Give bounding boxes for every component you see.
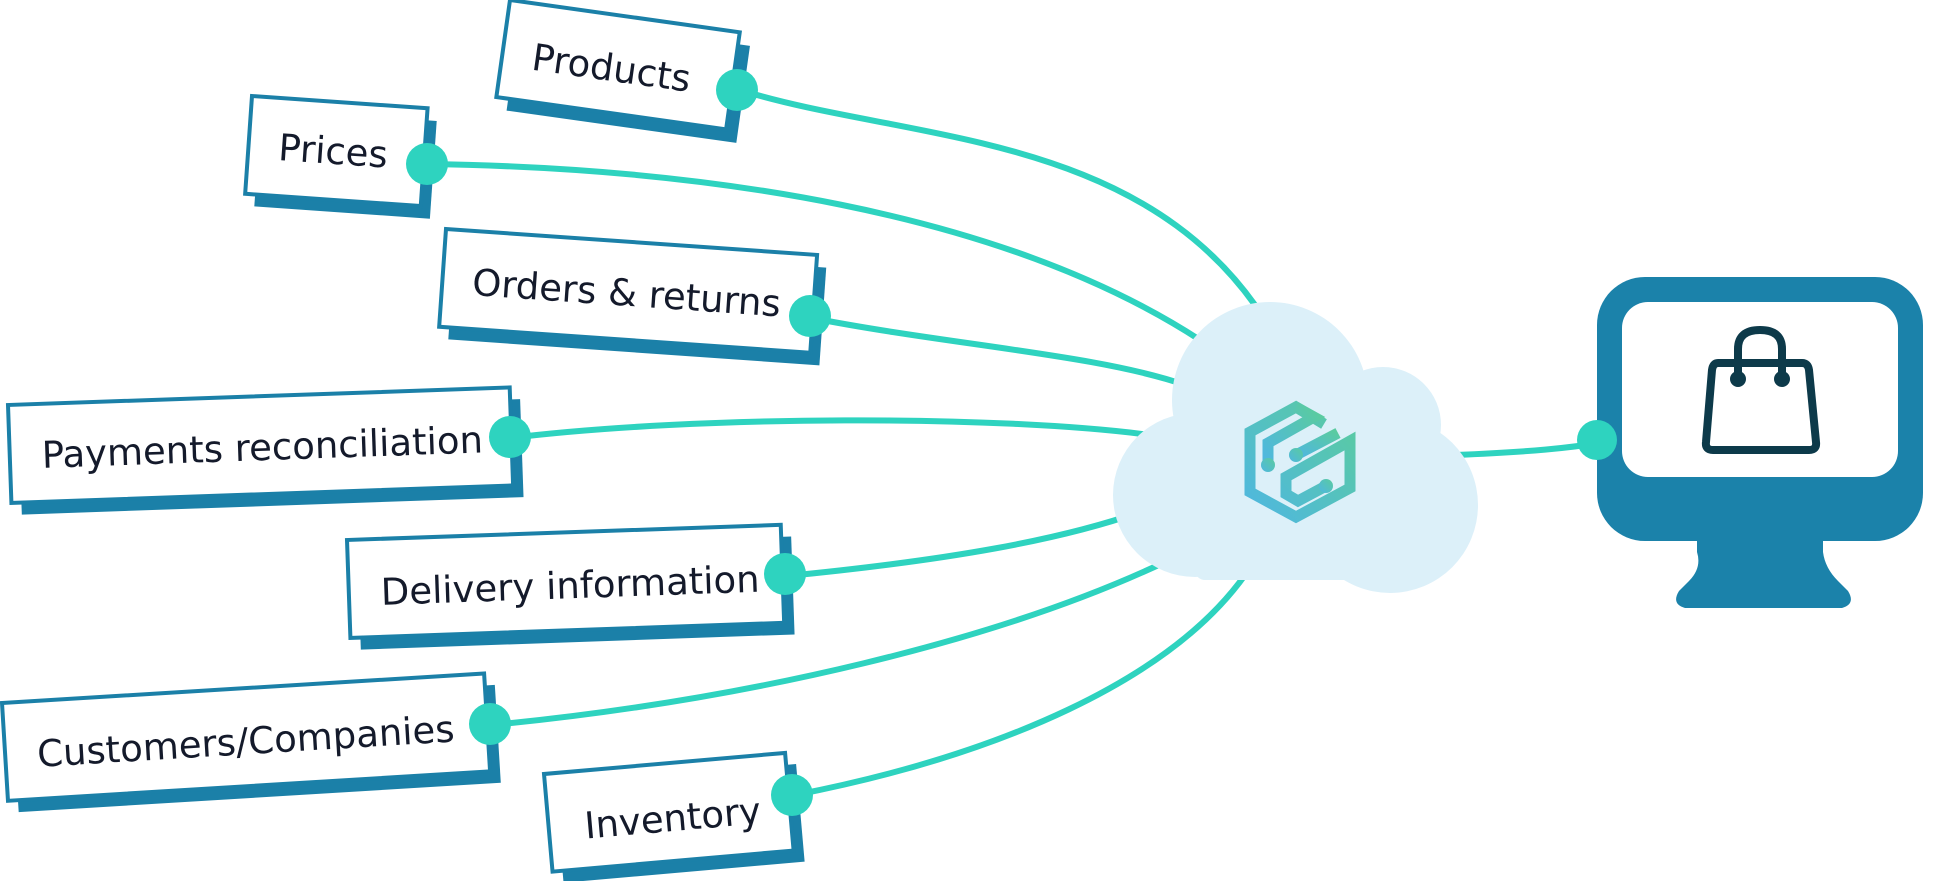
connector-products (737, 87, 1258, 308)
shopping-bag-icon (1701, 326, 1821, 454)
source-card-payments[interactable]: Payments reconciliation (5, 385, 524, 515)
monitor-icon (1597, 277, 1923, 608)
connectors (425, 87, 1608, 798)
source-card-products[interactable]: Products (494, 0, 752, 143)
circuit-hexagon-logo-icon (1244, 400, 1356, 524)
card-label: Prices (277, 126, 389, 177)
connector-node-delivery (764, 553, 806, 595)
connector-inventory (792, 572, 1248, 798)
source-card-prices[interactable]: Prices (243, 93, 437, 219)
cloud-icon (1113, 302, 1478, 593)
connector-delivery (784, 509, 1143, 579)
cloud-hub (1113, 302, 1478, 593)
connector-node-products (716, 69, 758, 111)
connector-payments (507, 417, 1153, 441)
connector-node-customers (469, 703, 511, 745)
connector-customers (489, 559, 1168, 728)
source-card-customers[interactable]: Customers/Companies (0, 671, 501, 813)
connector-node-monitor (1577, 420, 1617, 460)
source-card-delivery[interactable]: Delivery information (344, 522, 795, 650)
source-card-inventory[interactable]: Inventory (541, 750, 805, 881)
connector-node-prices (406, 143, 448, 185)
connector-orders (809, 315, 1188, 388)
connector-prices (425, 161, 1203, 343)
connector-node-orders (789, 295, 831, 337)
monitor-screen (1622, 302, 1898, 477)
monitor-stand (1676, 530, 1851, 608)
connector-node-inventory (771, 774, 813, 816)
source-card-orders[interactable]: Orders & returns (437, 226, 827, 366)
connector-node-payments (489, 416, 531, 458)
